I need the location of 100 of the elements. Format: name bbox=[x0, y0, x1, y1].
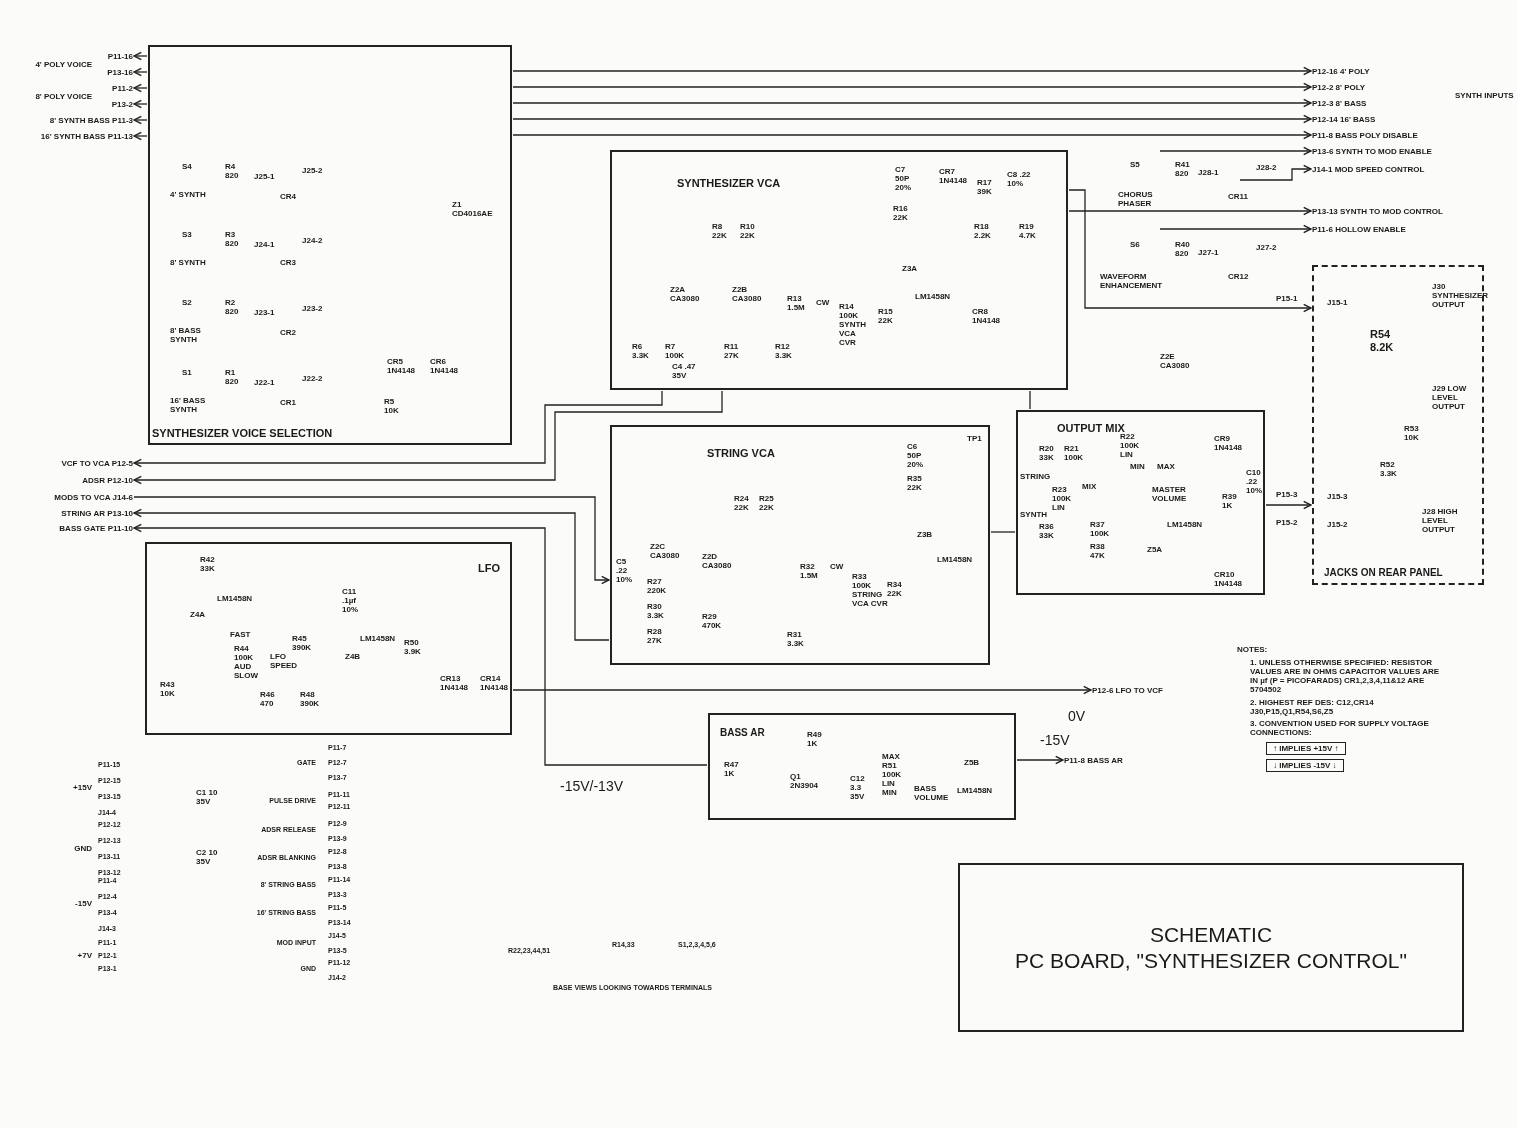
component-label: J22-2 bbox=[302, 374, 323, 383]
component-label: MAX bbox=[1157, 462, 1175, 471]
component-label: R41 820 bbox=[1175, 160, 1191, 178]
component-label: R13 1.5M bbox=[787, 294, 806, 312]
signal-wire bbox=[1016, 755, 1064, 765]
component-label: J23-2 bbox=[302, 304, 323, 313]
signal-wire bbox=[133, 523, 708, 766]
component-label: CR14 1N4148 bbox=[480, 674, 510, 692]
component-label: R53 10K bbox=[1404, 424, 1420, 442]
block-title: STRING VCA bbox=[707, 447, 775, 460]
component-label: S1 bbox=[182, 368, 192, 377]
component-label: LFO SPEED bbox=[270, 652, 299, 670]
block-title: JACKS ON REAR PANEL bbox=[1324, 567, 1443, 579]
signal-wire bbox=[133, 115, 148, 125]
component-label: J29 LOW LEVEL OUTPUT bbox=[1432, 384, 1468, 411]
component-label: Z5A bbox=[1147, 545, 1163, 554]
supply-convention-box: ↑ IMPLIES +15V ↑ bbox=[1266, 742, 1346, 755]
note-text: 3. CONVENTION USED FOR SUPPLY VOLTAGE CONNECTIONS: bbox=[1250, 719, 1430, 737]
component-label: R7 100K bbox=[665, 342, 686, 360]
component-label: CR8 1N4148 bbox=[972, 307, 1002, 325]
component-label: 16' BASS SYNTH bbox=[170, 396, 207, 414]
supply-convention-box: ↓ IMPLIES -15V ↓ bbox=[1266, 759, 1344, 772]
component-label: Z2E CA3080 bbox=[1160, 352, 1191, 370]
switch-label: WAVEFORM ENHANCEMENT bbox=[1100, 272, 1164, 290]
component-label: 8' BASS SYNTH bbox=[170, 326, 202, 344]
component-label: R5 10K bbox=[384, 397, 400, 415]
component-label: LM1458N bbox=[217, 594, 253, 603]
circuit-block bbox=[1016, 410, 1265, 595]
component-label: R42 33K bbox=[200, 555, 216, 573]
component-label: R49 1K bbox=[807, 730, 823, 748]
component-label: R28 27K bbox=[647, 627, 663, 645]
component-label: J24-2 bbox=[302, 236, 323, 245]
signal-wire bbox=[512, 114, 1312, 124]
component-label: J15-1 bbox=[1327, 298, 1348, 307]
component-label: C6 50P 20% bbox=[907, 442, 924, 469]
component-label: CR2 bbox=[280, 328, 296, 337]
component-label: R27 220K bbox=[647, 577, 668, 595]
component-label: R8 22K bbox=[712, 222, 728, 240]
component-label: R37 100K bbox=[1090, 520, 1111, 538]
pin-group-label: +7V bbox=[77, 951, 92, 960]
pin-group-label: 4' POLY VOICE bbox=[35, 60, 92, 69]
component-label: R6 3.3K bbox=[632, 342, 650, 360]
component-label: C8 .22 10% bbox=[1007, 170, 1031, 188]
signal-wire bbox=[133, 99, 148, 109]
component-label: R35 22K bbox=[907, 474, 923, 492]
component-label: J25-2 bbox=[302, 166, 323, 175]
note-text: 1. UNLESS OTHERWISE SPECIFIED: RESISTOR VALUES ARE IN OHMS CAPACITOR VALUES ARE IN µf (P = PICOFARADS) CR1,2,3,4,11&12 ARE 5704502 bbox=[1250, 658, 1440, 694]
voltage-label: 0V bbox=[1068, 708, 1086, 724]
connector-pin-label: BASS GATE P11-10 bbox=[59, 523, 133, 533]
component-label: CR6 1N4148 bbox=[430, 357, 460, 375]
connector-pin-label: P11-16 bbox=[107, 51, 133, 61]
component-label: R4 820 bbox=[225, 162, 240, 180]
connector-pin-label: ADSR P12-10 bbox=[82, 475, 133, 485]
component-label: S6 bbox=[1130, 240, 1140, 249]
switch-label: CHORUS PHASER bbox=[1118, 190, 1154, 208]
title-text: PC BOARD, "SYNTHESIZER CONTROL" bbox=[1015, 947, 1407, 974]
connector-pin-label: P11-6 HOLLOW ENABLE bbox=[1312, 224, 1406, 234]
pin-group-label: SYNTH INPUTS bbox=[1455, 91, 1514, 100]
component-label: C10 .22 10% bbox=[1246, 468, 1260, 495]
component-label: R22 100K LIN bbox=[1120, 432, 1141, 459]
connector-pin-label: P13-13 SYNTH TO MOD CONTROL bbox=[1312, 206, 1443, 216]
component-label: STRING bbox=[1020, 472, 1051, 481]
component-label: CR3 bbox=[280, 258, 296, 267]
component-label: TP1 bbox=[967, 434, 982, 443]
component-label: R25 22K bbox=[759, 494, 775, 512]
signal-wire bbox=[133, 508, 610, 641]
component-label: Z2A CA3080 bbox=[670, 285, 701, 303]
component-label: R38 47K bbox=[1090, 542, 1106, 560]
component-label: Z3B bbox=[917, 530, 933, 539]
connector-pin-label: J14-1 MOD SPEED CONTROL bbox=[1312, 164, 1425, 174]
component-label: 4' SYNTH bbox=[170, 190, 206, 199]
circuit-block bbox=[610, 425, 990, 665]
component-label: R15 22K bbox=[878, 307, 894, 325]
circuit-block bbox=[148, 45, 512, 445]
component-label: J28 HIGH LEVEL OUTPUT bbox=[1422, 507, 1459, 534]
component-label: R44 100K AUD SLOW bbox=[234, 644, 259, 680]
component-label: C11 .1µf 10% bbox=[342, 587, 359, 614]
component-label: LM1458N bbox=[1167, 520, 1203, 529]
component-label: R47 1K bbox=[724, 760, 740, 778]
signal-wire bbox=[512, 685, 1092, 695]
connector-pin-label: MODS TO VCA J14-6 bbox=[54, 492, 133, 502]
voltage-label: -15V bbox=[1040, 732, 1070, 748]
component-label: J25-1 bbox=[254, 172, 275, 181]
component-label: R19 4.7K bbox=[1019, 222, 1037, 240]
component-label: J23-1 bbox=[254, 308, 275, 317]
pin-label: P15-1 bbox=[1276, 294, 1298, 303]
connector-pin-label: P13-6 SYNTH TO MOD ENABLE bbox=[1312, 146, 1432, 156]
component-label: Z2C CA3080 bbox=[650, 542, 681, 560]
signal-wire bbox=[133, 390, 663, 468]
component-label: R11 27K bbox=[724, 342, 740, 360]
pin-label: P15-2 bbox=[1276, 518, 1298, 527]
component-label: R34 22K bbox=[887, 580, 903, 598]
block-title: LFO bbox=[478, 562, 500, 575]
connector-pin-label: 8' SYNTH BASS P11-3 bbox=[49, 115, 133, 125]
signal-wire bbox=[1068, 206, 1312, 216]
block-title: SYNTHESIZER VOICE SELECTION bbox=[152, 427, 333, 440]
component-label: R48 390K bbox=[300, 690, 321, 708]
component-label: J27-2 bbox=[1256, 243, 1277, 252]
component-label: R14 100K SYNTH VCA CVR bbox=[839, 302, 868, 347]
component-label: Z4B bbox=[345, 652, 361, 661]
